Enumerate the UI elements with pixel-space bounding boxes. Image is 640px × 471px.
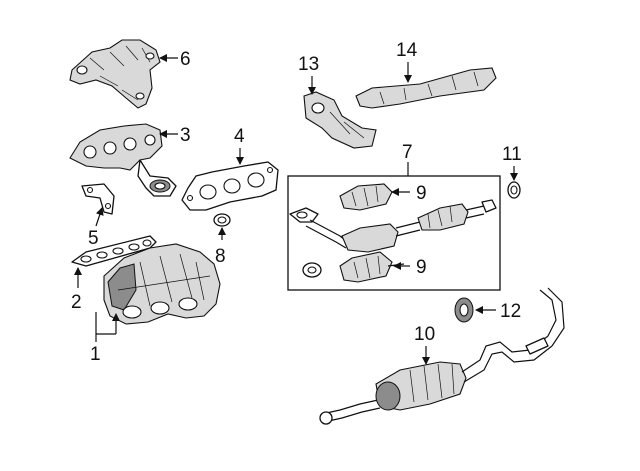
leader-5 xyxy=(95,207,104,227)
callout-7: 7 xyxy=(402,142,413,163)
small-gasket xyxy=(213,213,231,227)
muffler-assembly xyxy=(319,287,565,425)
callout-10: 10 xyxy=(414,324,435,345)
callout-5: 5 xyxy=(88,228,99,249)
manifold-assembly xyxy=(103,243,221,325)
floor-heat-shield xyxy=(355,67,497,109)
callout-3: 3 xyxy=(180,125,191,146)
front-pipe-converter xyxy=(289,199,497,253)
callout-4: 4 xyxy=(234,126,245,147)
upper-converter xyxy=(339,183,393,211)
callout-8: 8 xyxy=(215,246,226,267)
callout-9a: 9 xyxy=(416,183,427,204)
callout-2: 2 xyxy=(71,292,82,313)
lower-converter xyxy=(302,251,405,283)
callout-11: 11 xyxy=(502,144,522,165)
manifold-heat-shield xyxy=(69,39,161,109)
exhaust-hanger xyxy=(454,297,474,323)
exhaust-manifold xyxy=(69,123,177,197)
callout-12: 12 xyxy=(500,301,521,322)
callout-14: 14 xyxy=(396,40,418,61)
callout-1: 1 xyxy=(90,344,101,365)
callout-13: 13 xyxy=(298,54,319,75)
leader-1 xyxy=(95,312,120,342)
callout-6: 6 xyxy=(180,49,191,70)
manifold-bracket xyxy=(81,183,115,215)
heat-insulator-bracket xyxy=(303,91,377,149)
gasket-ring xyxy=(507,181,521,199)
callout-9b: 9 xyxy=(416,257,427,278)
gasket-strip xyxy=(71,235,157,267)
manifold-gasket xyxy=(181,161,279,211)
converter-kit-box xyxy=(287,175,501,291)
